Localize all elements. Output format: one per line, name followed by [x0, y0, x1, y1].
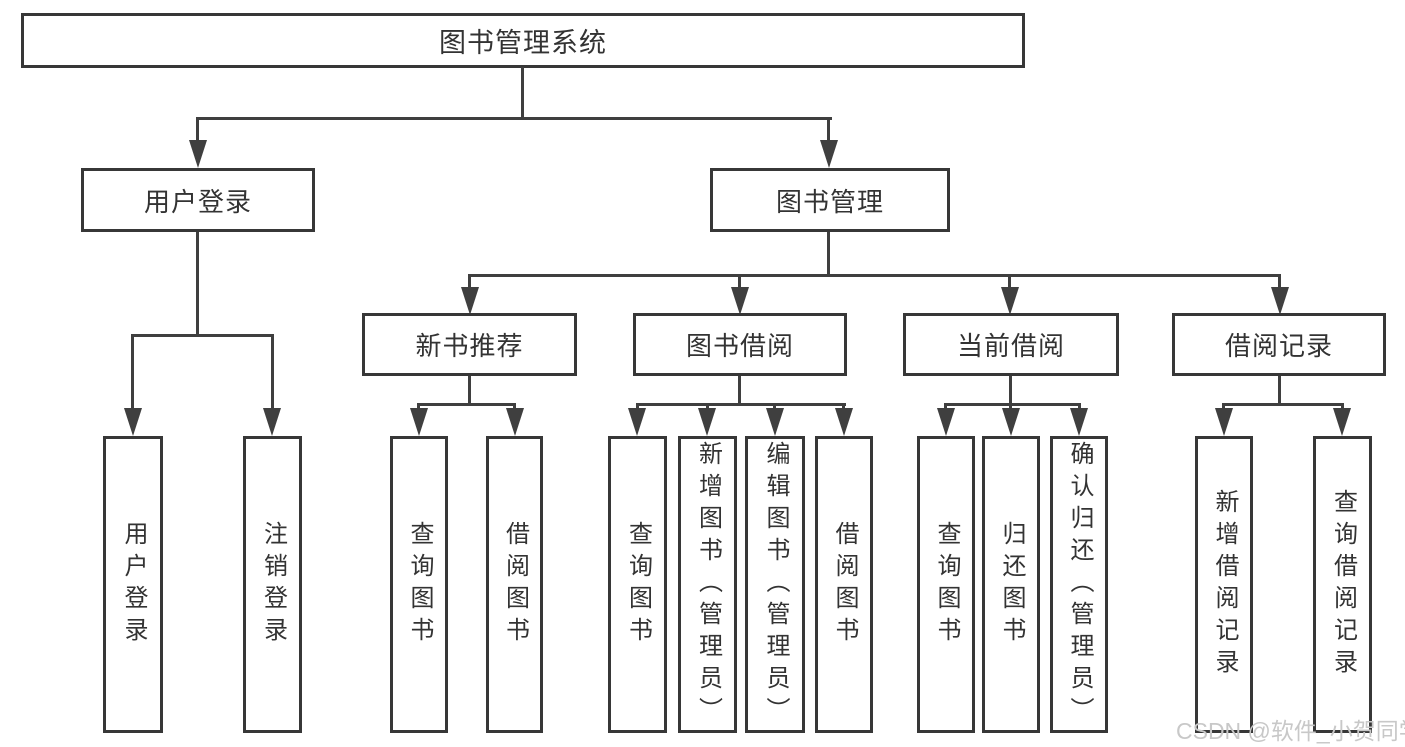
connector-book-borrowing-horizontal [636, 403, 846, 406]
leaf-return-books: 归还图书 [982, 436, 1040, 733]
leaf-edit-books-admin: 编辑图书（管理员） [745, 436, 805, 733]
node-label: 图书管理系统 [439, 28, 607, 58]
leaf-borrow-books-borrowing: 借阅图书 [815, 436, 873, 733]
node-label: 新书推荐 [415, 331, 524, 361]
node-label: 编辑图书（管理员） [762, 440, 789, 729]
arrow-down-icon [698, 408, 716, 436]
connector-new-book-horizontal [417, 403, 516, 406]
leaf-borrow-books-recommend: 借阅图书 [486, 436, 543, 733]
node-label: 图书管理 [775, 186, 884, 217]
connector-root-trunk [521, 67, 524, 119]
leaf-query-borrow-record: 查询借阅记录 [1313, 436, 1372, 733]
connector-to-book-borrowing [738, 274, 741, 290]
node-label: 确认归还（管理员） [1066, 440, 1093, 729]
arrow-down-icon [1333, 408, 1351, 436]
arrow-down-icon [263, 408, 281, 436]
arrow-down-icon [1002, 408, 1020, 436]
arrow-down-icon [410, 408, 428, 436]
leaf-add-borrow-record: 新增借阅记录 [1195, 436, 1253, 733]
node-label: 新增图书（管理员） [694, 440, 722, 729]
connector-to-book-management [827, 117, 830, 144]
connector-borrowing-records-trunk [1278, 376, 1281, 406]
node-label: 新增借阅记录 [1211, 488, 1238, 681]
node-label: 查询图书 [933, 520, 960, 649]
arrow-down-icon [1215, 408, 1233, 436]
node-current-borrowing: 当前借阅 [903, 313, 1119, 376]
connector-user-login-trunk [196, 232, 199, 336]
leaf-logout-action: 注销登录 [243, 436, 302, 733]
connector-to-current-borrowing [1008, 274, 1011, 290]
connector-borrowing-records-horizontal [1222, 403, 1344, 406]
node-label: 查询图书 [624, 520, 652, 649]
connector-book-management-horizontal [468, 274, 1281, 277]
node-book-management: 图书管理 [710, 168, 950, 232]
node-label: 当前借阅 [956, 331, 1065, 361]
arrow-down-icon [731, 287, 749, 315]
arrow-down-icon [628, 408, 646, 436]
node-label: 查询借阅记录 [1329, 488, 1357, 681]
node-label: 借阅记录 [1224, 331, 1333, 361]
leaf-add-books-admin: 新增图书（管理员） [678, 436, 737, 733]
node-label: 归还图书 [998, 520, 1025, 649]
leaf-user-login-action: 用户登录 [103, 436, 163, 733]
node-label: 用户登录 [143, 186, 252, 217]
arrow-down-icon [506, 408, 524, 436]
arrow-down-icon [766, 408, 784, 436]
leaf-query-books-recommend: 查询图书 [390, 436, 448, 733]
leaf-query-books-borrowing: 查询图书 [608, 436, 667, 733]
node-label: 查询图书 [406, 520, 433, 649]
arrow-down-icon [835, 408, 853, 436]
connector-user-login-horizontal [131, 334, 274, 337]
arrow-down-icon [124, 408, 142, 436]
connector-book-management-trunk [827, 232, 830, 276]
arrow-down-icon [1001, 287, 1019, 315]
connector-current-borrowing-trunk [1009, 376, 1012, 406]
csdn-watermark: CSDN @软件_小贺同学 [1176, 718, 1405, 744]
connector-root-horizontal [196, 117, 832, 120]
arrow-down-icon [937, 408, 955, 436]
connector-book-borrowing-trunk [738, 376, 741, 406]
arrow-down-icon [820, 140, 838, 168]
connector-to-user-login-action [131, 334, 134, 410]
arrow-down-icon [189, 140, 207, 168]
node-book-borrowing: 图书借阅 [633, 313, 847, 376]
node-label: 借阅图书 [831, 520, 858, 649]
connector-to-user-login [196, 117, 199, 144]
connector-to-borrowing-records [1278, 274, 1281, 290]
connector-to-logout-action [271, 334, 274, 410]
node-user-login: 用户登录 [81, 168, 315, 232]
arrow-down-icon [1271, 287, 1289, 315]
node-label: 注销登录 [259, 520, 287, 649]
node-label: 图书借阅 [685, 331, 794, 361]
node-library-management-system: 图书管理系统 [21, 13, 1025, 68]
connector-to-new-book-recommendation [468, 274, 471, 290]
node-label: 用户登录 [120, 520, 147, 649]
connector-current-borrowing-horizontal [944, 403, 1081, 406]
arrow-down-icon [461, 287, 479, 315]
connector-new-book-trunk [468, 376, 471, 406]
arrow-down-icon [1070, 408, 1088, 436]
node-label: 借阅图书 [501, 520, 529, 649]
node-borrowing-records: 借阅记录 [1172, 313, 1386, 376]
node-new-book-recommendation: 新书推荐 [362, 313, 577, 376]
leaf-query-books-current: 查询图书 [917, 436, 975, 733]
leaf-confirm-return-admin: 确认归还（管理员） [1050, 436, 1108, 733]
